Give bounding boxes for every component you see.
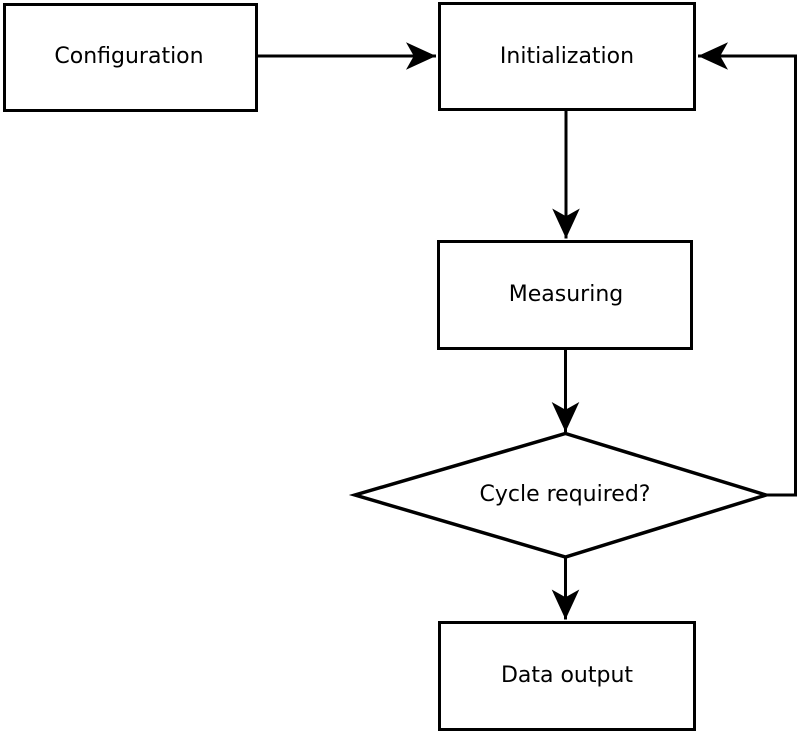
data-output-node <box>438 621 696 731</box>
initialization-label: Initialization <box>500 44 634 69</box>
edge-cycle-required-to-initialization-loop <box>698 42 797 497</box>
measuring-label: Measuring <box>509 282 623 307</box>
cycle-required-label: Cycle required? <box>480 482 651 507</box>
configuration-node <box>3 3 258 112</box>
configuration-label: Configuration <box>54 44 203 69</box>
node-labels: Configuration Initialization Measuring C… <box>54 44 650 688</box>
initialization-node <box>438 2 696 111</box>
measuring-node <box>437 240 693 350</box>
cycle-required-decision-node <box>348 431 772 559</box>
nodes <box>3 2 772 731</box>
edges <box>257 42 797 620</box>
data-output-label: Data output <box>501 663 633 688</box>
